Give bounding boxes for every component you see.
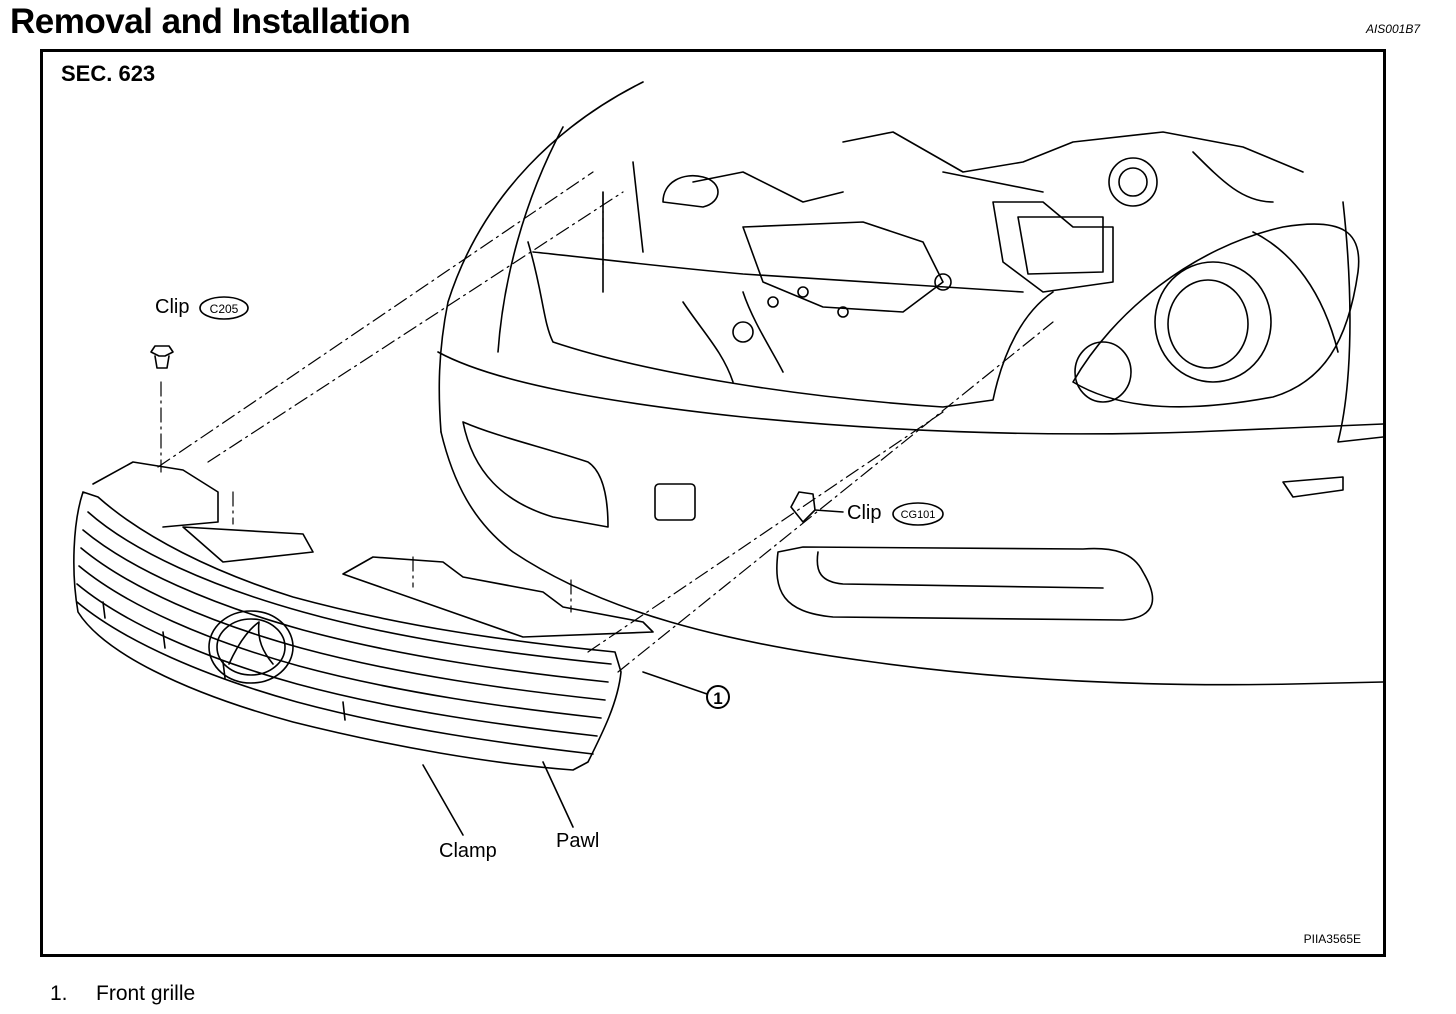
page-title: Removal and Installation [10, 2, 411, 41]
clip-c205-label: Clip [155, 296, 189, 318]
legend-item: 1. Front grille [50, 982, 195, 1006]
clip-cg101-label: Clip [847, 502, 881, 524]
clip-cg101-code: CG101 [901, 509, 936, 521]
figure-id: PIIA3565E [1303, 932, 1361, 946]
pawl-label: Pawl [556, 830, 599, 852]
clip-cg101-part [790, 491, 844, 523]
clip-c205-part [150, 345, 174, 369]
front-grille [73, 461, 654, 771]
pawl-leader [542, 761, 574, 828]
clamp-leader [422, 764, 464, 836]
vehicle-front-outline [437, 81, 1383, 686]
part-1-number: 1 [713, 689, 722, 708]
legend-item-name: Front grille [96, 982, 196, 1005]
section-label: SEC. 623 [61, 61, 156, 86]
legend-item-number: 1. [50, 982, 68, 1005]
figure-frame: SEC. 623 [40, 49, 1386, 957]
part-1-callout [706, 685, 730, 709]
grille-exploded-diagram: Clip C205 Clip CG101 1 Clamp Pawl [73, 81, 1383, 862]
alignment-guides [157, 171, 1054, 673]
part-1-leader [642, 671, 708, 695]
clamp-label: Clamp [439, 840, 497, 862]
parts-legend: 1. Front grille [50, 982, 195, 1006]
document-code: AIS001B7 [1365, 22, 1420, 36]
clip-c205-code: C205 [210, 302, 239, 316]
